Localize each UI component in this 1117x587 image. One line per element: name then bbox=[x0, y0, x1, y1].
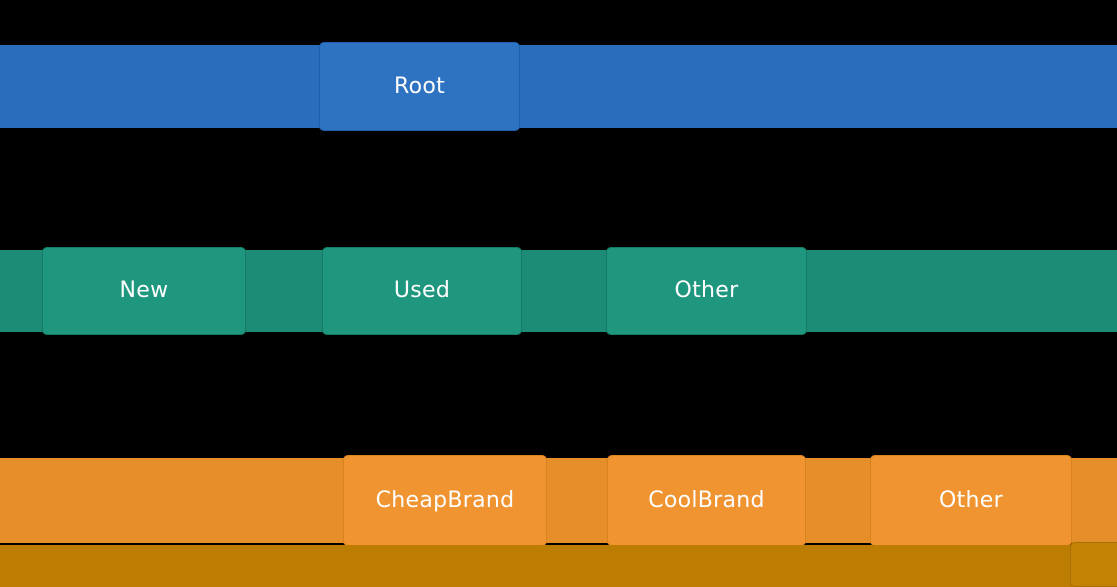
tree-node-cheapbrand-label: CheapBrand bbox=[375, 487, 515, 513]
tree-node-coolbrand[interactable]: CoolBrand bbox=[607, 455, 806, 546]
tree-node-used[interactable]: Used bbox=[322, 247, 522, 335]
tree-node-bottom-right-partial[interactable] bbox=[1070, 542, 1117, 587]
tree-node-new[interactable]: New bbox=[42, 247, 246, 335]
level-band-bottom-partial bbox=[0, 545, 1117, 587]
tree-node-other-brand-label: Other bbox=[939, 487, 1003, 513]
tree-node-used-label: Used bbox=[393, 278, 451, 303]
tree-node-root-label: Root bbox=[393, 73, 446, 99]
tree-node-other-condition[interactable]: Other bbox=[606, 247, 807, 335]
tree-node-new-label: New bbox=[119, 278, 169, 303]
tree-node-root[interactable]: Root bbox=[319, 42, 520, 131]
tree-node-cheapbrand[interactable]: CheapBrand bbox=[343, 455, 547, 546]
tree-node-other-condition-label: Other bbox=[674, 278, 739, 303]
level-band-root bbox=[0, 45, 1117, 128]
tree-node-other-brand[interactable]: Other bbox=[870, 455, 1072, 546]
tree-node-coolbrand-label: CoolBrand bbox=[648, 487, 765, 513]
